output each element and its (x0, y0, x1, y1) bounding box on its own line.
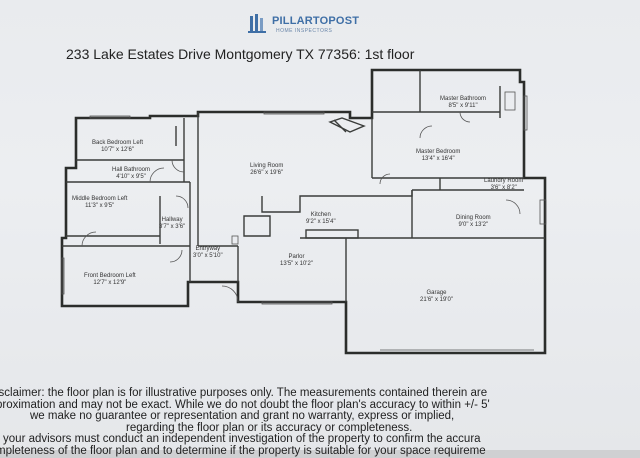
room-name: Living Room (250, 163, 284, 169)
door-swing (171, 159, 185, 173)
counter (305, 229, 359, 239)
room-dimensions: 4'10" x 9'5" (116, 174, 146, 180)
fireplace (333, 119, 347, 133)
disclaimer-line: mpleteness of the floor plan and to dete… (0, 444, 486, 457)
logo-tagline: HOME INSPECTORS (276, 28, 333, 34)
disclaimer-line: r your advisors must conduct an independ… (0, 433, 481, 446)
room-dimensions: 3'7" x 3'6" (159, 224, 186, 230)
window (263, 111, 325, 115)
door-swing (419, 125, 433, 139)
room-name: Master Bedroom (416, 149, 461, 155)
room-name: Laundry Room (484, 178, 524, 184)
column (231, 235, 239, 245)
disclaimer-line: isclaimer: the floor plan is for illustr… (0, 387, 488, 399)
disclaimer-line: regarding the floor plan or its accuracy… (126, 421, 413, 434)
disclaimer-line: we make no guarantee or representation a… (30, 410, 455, 423)
house-icon (248, 14, 266, 33)
room-name: Hall Bathroom (112, 167, 151, 173)
door-swing (169, 249, 183, 263)
room-name: Back Bedroom Left (92, 140, 144, 146)
room-name: Hallway (161, 217, 183, 223)
room-name: Entryway (195, 246, 221, 252)
room-name: Middle Bedroom Left (72, 196, 128, 202)
window (523, 95, 528, 131)
door-swing (221, 285, 239, 303)
door-swing (379, 173, 391, 185)
tub (504, 91, 516, 111)
logo-brand-text: PILLARTOPOST (272, 15, 360, 27)
room-dimensions: 9'0" x 13'2" (458, 222, 489, 228)
room-dimensions: 11'3" x 9'5" (85, 203, 115, 209)
door-swing (459, 111, 471, 123)
room-dimensions: 10'7" x 12'6" (101, 147, 134, 153)
door-swing (81, 231, 97, 247)
door-swing (175, 195, 189, 209)
fireplace (328, 117, 366, 133)
room-name: Master Bathroom (440, 96, 487, 102)
room-name: Parlor (288, 254, 305, 260)
room-dimensions: 13'4" x 16'4" (421, 156, 455, 162)
room-dimensions: 3'6" x 8'2" (490, 185, 517, 191)
wall (261, 190, 413, 213)
window (261, 301, 333, 305)
company-logo: PILLARTOPOST HOME INSPECTORS (246, 12, 376, 42)
room-dimensions: 12'7" x 12'9" (93, 280, 127, 286)
room-dimensions: 8'5" x 9'11" (448, 103, 478, 109)
room-dimensions: 13'5" x 10'2" (280, 261, 313, 267)
disclaimer-text: isclaimer: the floor plan is for illustr… (0, 387, 640, 458)
room-name: Front Bedroom Left (84, 273, 136, 279)
page-title: 233 Lake Estates Drive Montgomery TX 773… (66, 46, 415, 62)
wall (243, 215, 271, 237)
disclaimer-line: proximation and may not be exact. While … (0, 398, 490, 411)
room-name: Garage (426, 290, 447, 296)
room-name: Dining Room (456, 215, 491, 221)
window (61, 257, 65, 295)
window (89, 115, 131, 119)
room-dimensions: 9'2" x 15'4" (306, 219, 336, 225)
room-dimensions: 3'0" x 5'10" (193, 253, 223, 259)
room-dimensions: 26'6" x 19'6" (250, 170, 284, 176)
room-dimensions: 21'6" x 19'0" (420, 297, 453, 303)
door-swing (149, 167, 165, 183)
door-swing (505, 199, 521, 215)
room-name: Kitchen (310, 212, 331, 218)
window (539, 199, 547, 225)
